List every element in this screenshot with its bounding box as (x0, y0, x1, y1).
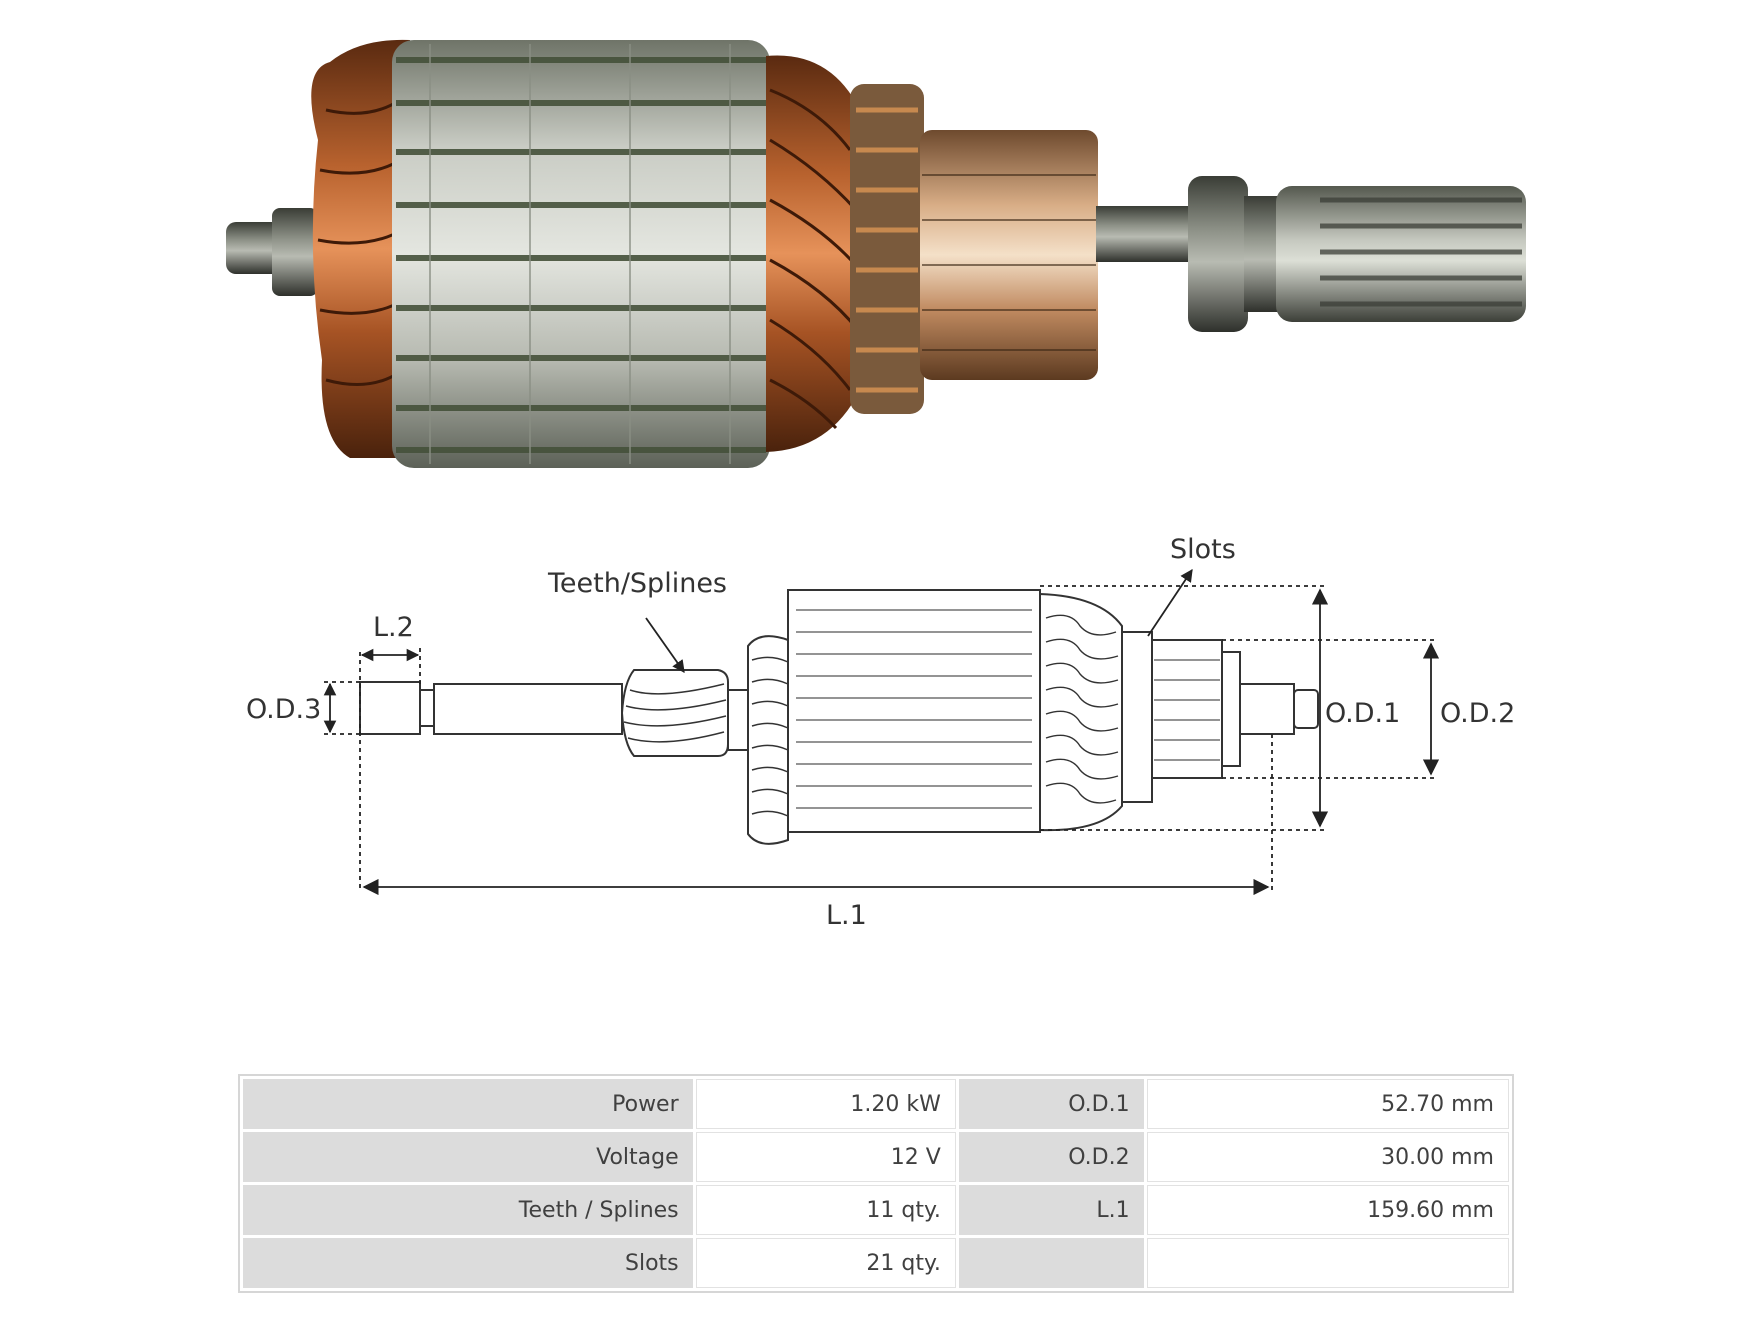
table-row: Teeth / Splines 11 qty. L.1 159.60 mm (243, 1185, 1509, 1235)
spec-table: Power 1.20 kW O.D.1 52.70 mm Voltage 12 … (238, 1074, 1514, 1293)
label-od2: O.D.2 (1440, 698, 1515, 729)
spec-value: 30.00 mm (1146, 1132, 1509, 1182)
spec-label: Slots (243, 1238, 693, 1288)
rear-shaft-stub (226, 222, 282, 274)
label-teeth-splines: Teeth/Splines (547, 568, 727, 599)
label-l2: L.2 (373, 612, 414, 643)
spec-label (958, 1238, 1144, 1288)
diagram-labels: Teeth/Splines Slots L.2 O.D.3 O.D.1 O.D.… (246, 534, 1515, 931)
table-row: Power 1.20 kW O.D.1 52.70 mm (243, 1079, 1509, 1129)
spec-value: 12 V (695, 1132, 956, 1182)
rear-shaft-collar (272, 208, 318, 296)
slots-leader (1147, 568, 1193, 637)
spec-label: Teeth / Splines (243, 1185, 693, 1235)
drawing-right-winding (1039, 592, 1123, 832)
spec-label: Voltage (243, 1132, 693, 1182)
shaft-neck (1244, 196, 1280, 312)
spec-value: 52.70 mm (1146, 1079, 1509, 1129)
spec-label: O.D.2 (958, 1132, 1144, 1182)
riser-ring (850, 84, 924, 414)
spec-label: L.1 (958, 1185, 1144, 1235)
table-row: Voltage 12 V O.D.2 30.00 mm (243, 1132, 1509, 1182)
spec-value (1146, 1238, 1509, 1288)
spec-value: 11 qty. (695, 1185, 956, 1235)
spec-value: 159.60 mm (1146, 1185, 1509, 1235)
label-od1: O.D.1 (1325, 698, 1400, 729)
label-slots: Slots (1170, 534, 1236, 565)
spec-value: 21 qty. (695, 1238, 956, 1288)
spec-label: O.D.1 (958, 1079, 1144, 1129)
label-od3: O.D.3 (246, 694, 321, 725)
drawing-riser (1121, 631, 1153, 803)
drawing-commutator (1151, 639, 1223, 779)
rear-winding (311, 39, 410, 458)
drawing-rear-stub (1239, 683, 1295, 735)
technical-drawing (359, 589, 1319, 845)
teeth-splines-leader (645, 617, 685, 674)
drawing-left-winding (747, 635, 789, 845)
label-l1: L.1 (826, 900, 867, 931)
table-row: Slots 21 qty. (243, 1238, 1509, 1288)
core-slots (396, 57, 766, 453)
armature-photo (226, 39, 1526, 468)
drawing-splines (620, 669, 729, 757)
spec-value: 1.20 kW (695, 1079, 956, 1129)
drawing-core (787, 589, 1041, 833)
dimension-lines (323, 568, 1440, 896)
spec-label: Power (243, 1079, 693, 1129)
drive-shaft (1096, 206, 1196, 262)
shaft-collar (1188, 176, 1248, 332)
pilot-end (359, 681, 421, 735)
commutator (920, 130, 1098, 380)
drawing-shaft (433, 683, 623, 735)
